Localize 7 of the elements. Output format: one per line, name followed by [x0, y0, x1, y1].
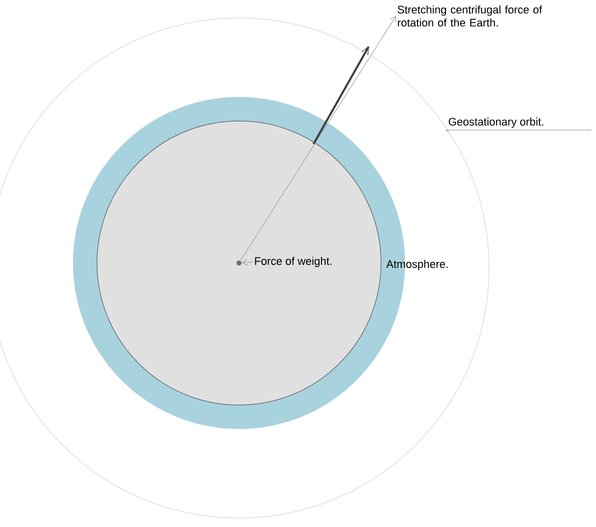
text-label: Stretching centrifugal force of rotation of the Earth. [398, 5, 542, 27]
text-label: Geostationary orbit. [448, 118, 544, 128]
text-label: Force of weight. [255, 256, 332, 268]
arrow [242, 259, 254, 266]
arrow [240, 16, 396, 261]
leader-line [446, 130, 592, 132]
atmosphere-label: Atmosphere. [386, 260, 448, 270]
